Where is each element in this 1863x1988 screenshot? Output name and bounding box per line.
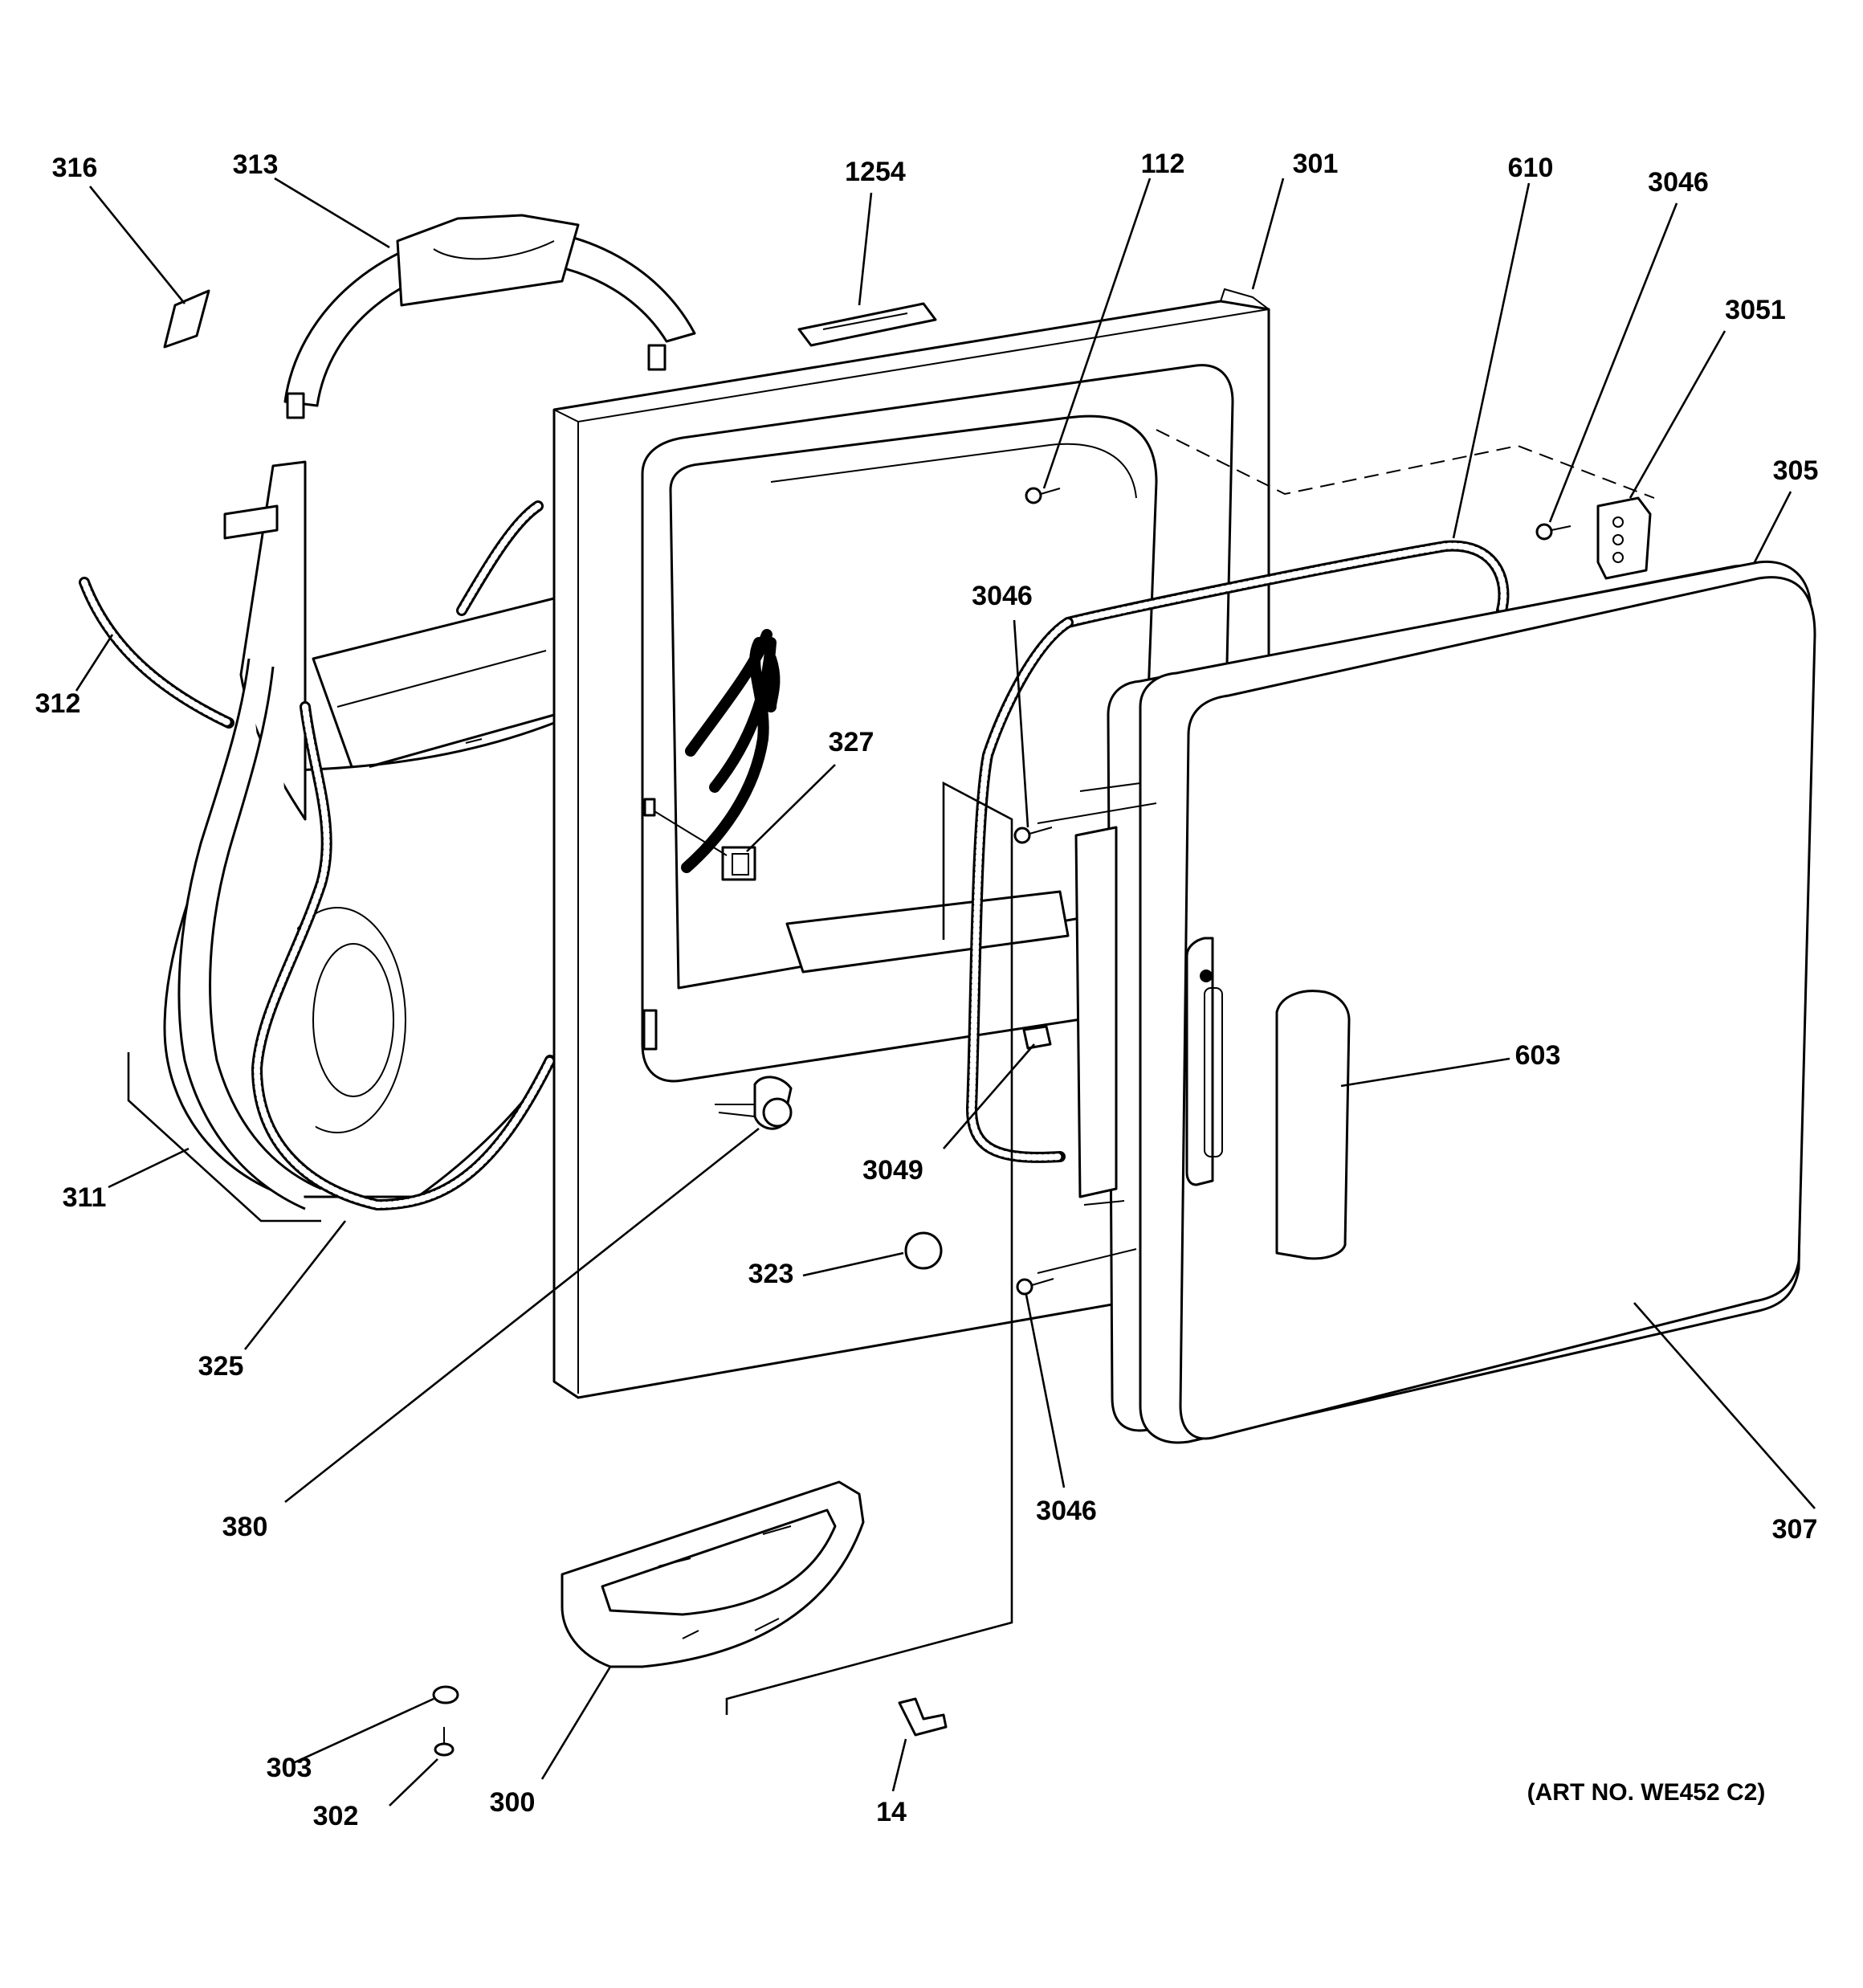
part-323-drawing — [904, 1231, 943, 1270]
bracket-300 — [725, 781, 1013, 1715]
callout-label: 3049 — [862, 1155, 923, 1186]
callout-label: 380 — [222, 1512, 268, 1542]
part-313-drawing — [283, 214, 696, 419]
part-3049-drawing — [1022, 1025, 1052, 1050]
callout-label: 610 — [1508, 153, 1554, 183]
callout-label: 303 — [267, 1753, 312, 1783]
callout-label: 316 — [52, 153, 98, 183]
callout-label: 313 — [233, 149, 279, 180]
part-drawings — [79, 214, 1816, 1757]
callout-label: 311 — [63, 1182, 107, 1213]
part-327-drawing — [654, 810, 756, 881]
part-610-gasket-drawing — [966, 540, 1510, 1163]
callout-label: 305 — [1773, 455, 1819, 486]
callout-label: 302 — [313, 1801, 359, 1831]
part-1254-drawing — [797, 302, 937, 347]
art-number: (ART NO. WE452 C2) — [1527, 1779, 1766, 1806]
part-316-drawing — [163, 289, 210, 349]
callout-label: 325 — [198, 1351, 244, 1382]
part-305-307-door-drawing — [1037, 560, 1816, 1444]
part-303-302-drawing — [432, 1685, 459, 1757]
callout-label: 307 — [1772, 1514, 1818, 1545]
callout-label: 3046 — [1648, 167, 1709, 198]
callout-label: 3046 — [972, 581, 1033, 611]
callout-labels: 316 313 1254 112 301 610 3046 3051 305 3… — [35, 149, 1819, 1831]
callout-label: 3046 — [1036, 1496, 1097, 1526]
callout-label: 1254 — [845, 157, 906, 187]
callout-label: 603 — [1515, 1040, 1561, 1071]
callout-label: 323 — [748, 1259, 794, 1289]
drum-front-assembly-drawing — [79, 460, 556, 1210]
callout-label: 301 — [1293, 149, 1339, 179]
leader-lines — [75, 177, 1816, 1806]
callout-label: 14 — [876, 1797, 907, 1827]
part-380-drawing — [715, 1076, 793, 1130]
part-3051-drawing — [1596, 496, 1652, 580]
callout-label: 3051 — [1725, 295, 1786, 325]
callout-label: 327 — [829, 727, 874, 757]
callout-label: 112 — [1141, 149, 1185, 179]
part-300-lint-filter-drawing — [561, 1480, 865, 1668]
callout-label: 312 — [35, 688, 81, 719]
screw-drawings — [1013, 487, 1572, 1296]
part-14-drawing — [898, 1697, 948, 1737]
callout-label: 300 — [490, 1787, 536, 1818]
bracket-311 — [127, 1052, 321, 1223]
